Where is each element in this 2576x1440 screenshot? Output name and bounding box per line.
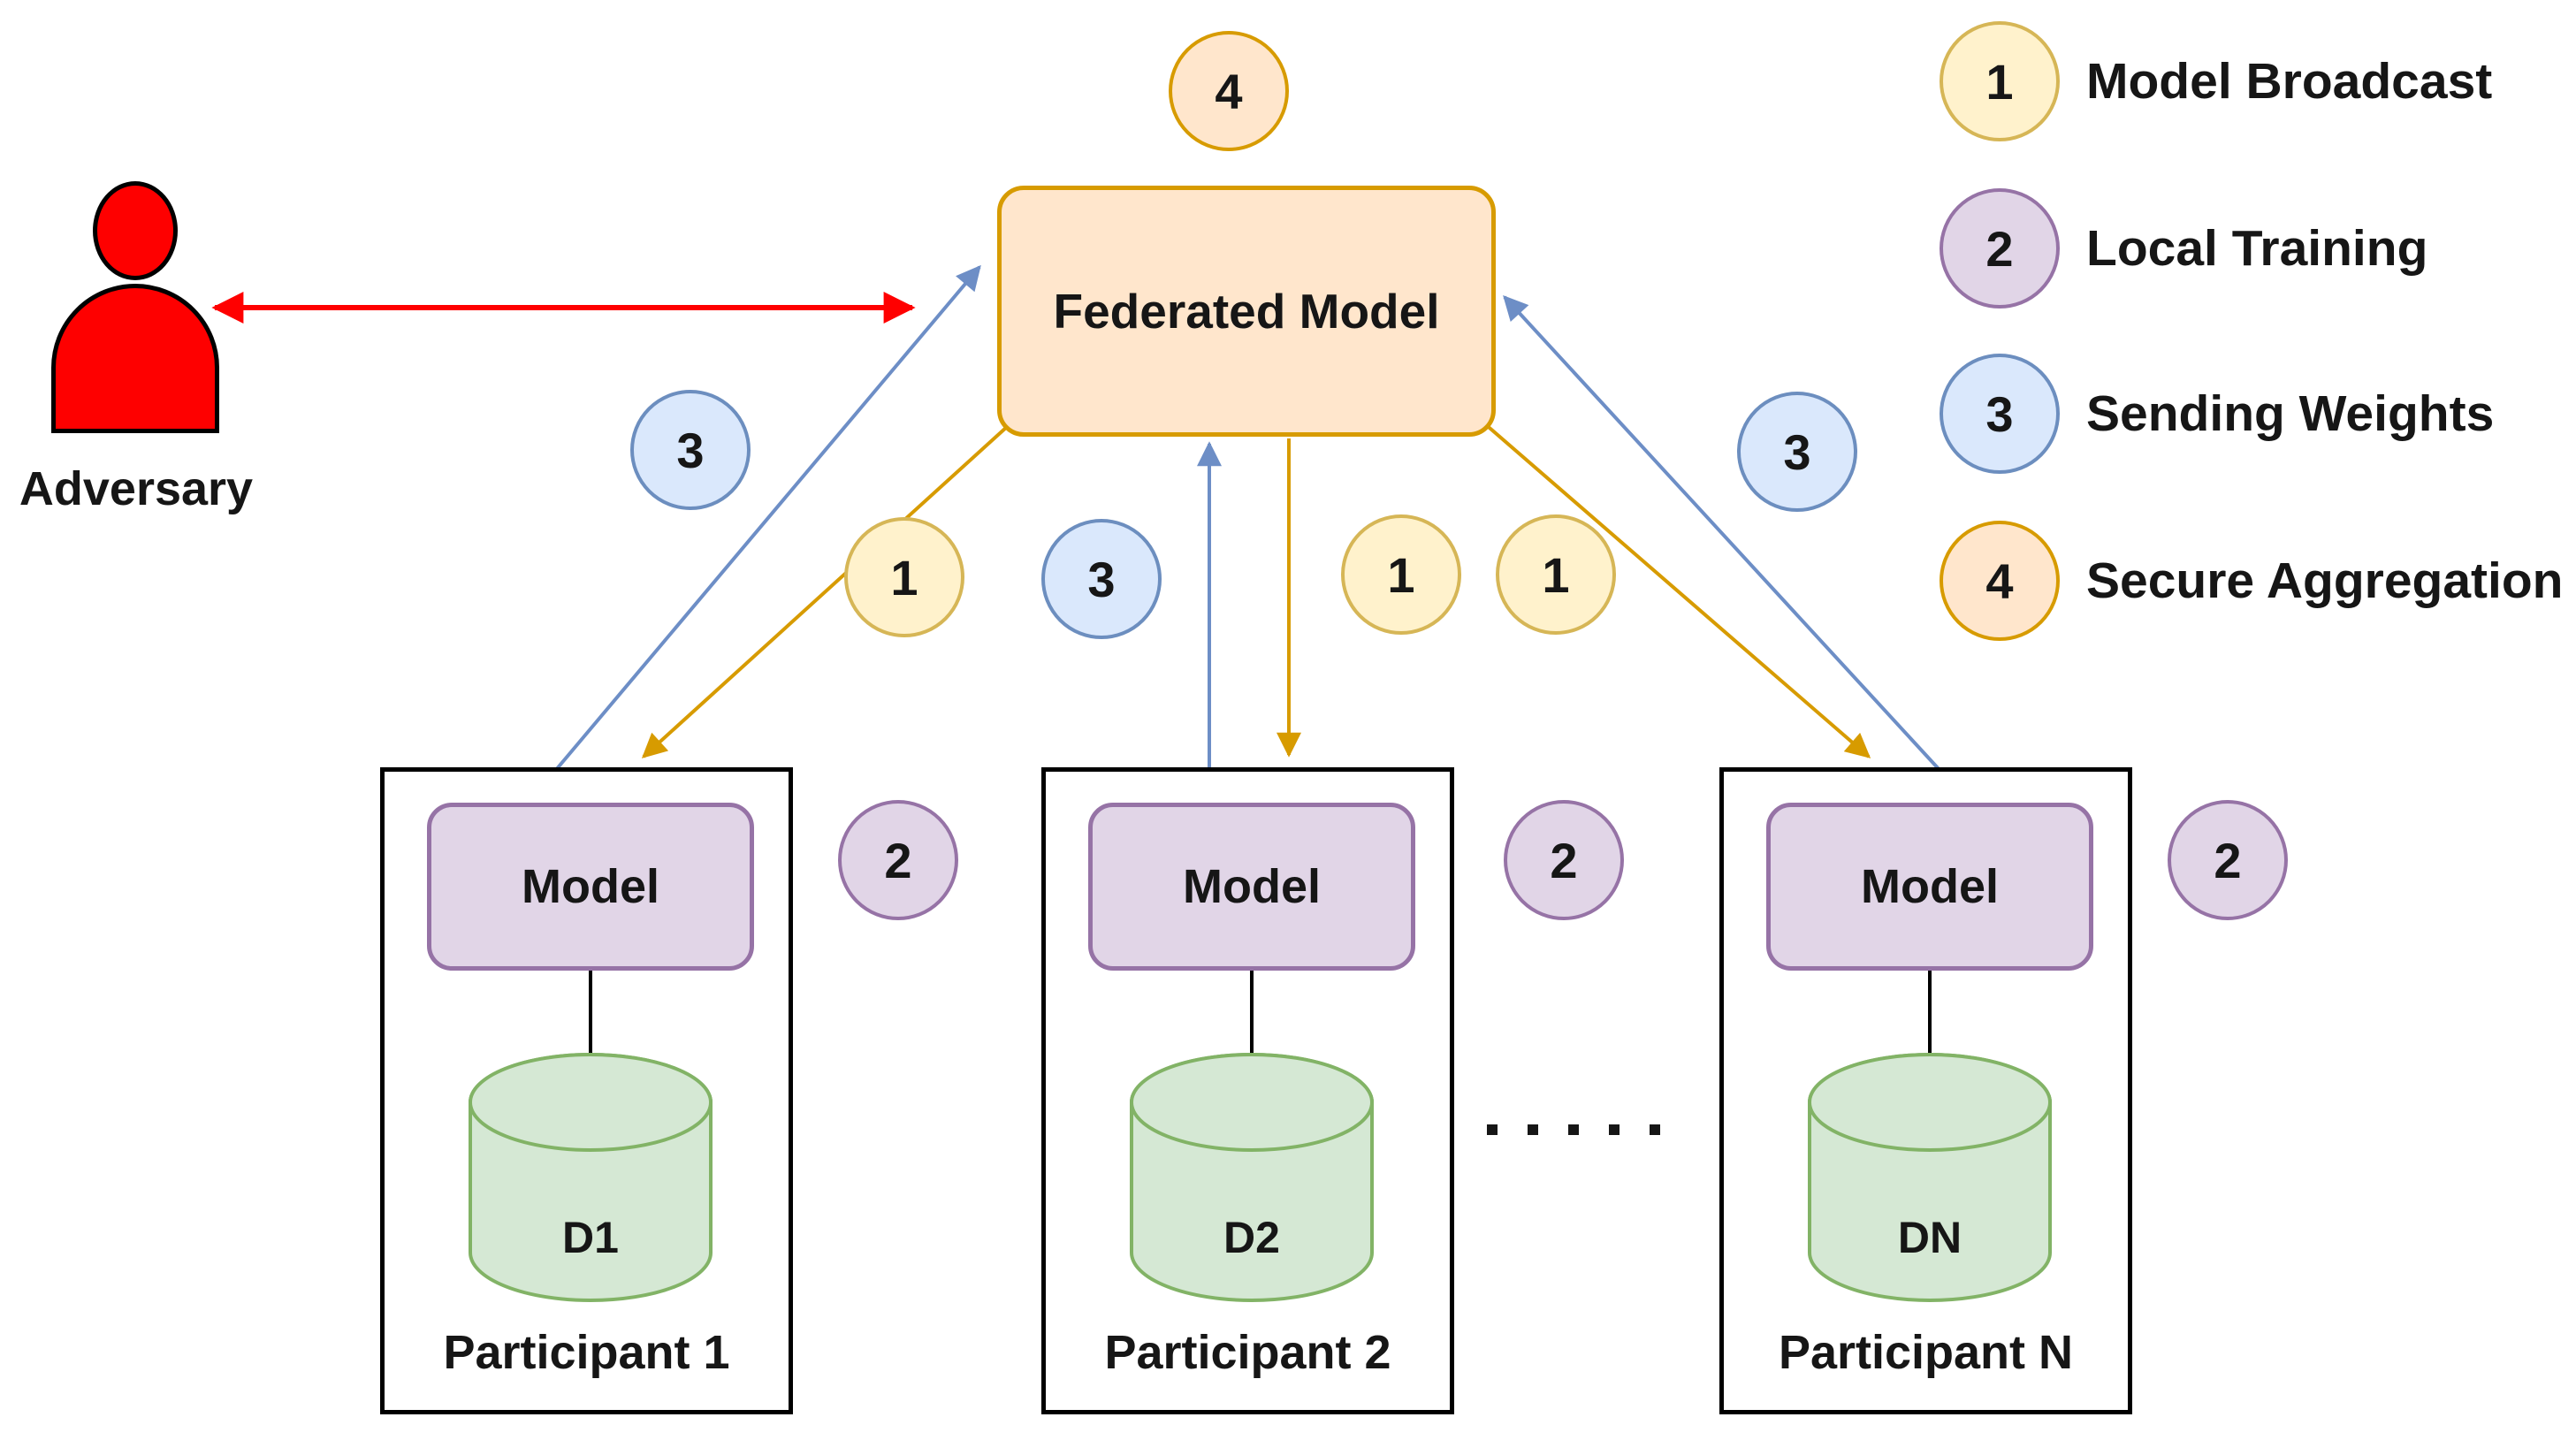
participant-2-name: Participant 2 xyxy=(1104,1326,1391,1379)
participant-1-name: Participant 1 xyxy=(443,1326,730,1379)
legend-circle-local-training: 2 xyxy=(1940,188,2060,309)
participant-2-model-box: Model xyxy=(1088,803,1415,971)
arrow-sending-weights-pn xyxy=(1503,294,1942,773)
database-cylinder-icon xyxy=(1130,1053,1374,1302)
legend-item-secure-aggregation: 4 Secure Aggregation xyxy=(1940,521,2564,641)
legend-circle-sending-weights: 3 xyxy=(1940,354,2060,474)
legend-label-secure-aggregation: Secure Aggregation xyxy=(2086,552,2564,609)
cylinder-top-rim xyxy=(1130,1053,1374,1152)
adversary-body-icon xyxy=(51,284,219,433)
arrow-sending-weights-p1 xyxy=(553,264,981,773)
step-circle-model-broadcast-center-a: 1 xyxy=(1341,514,1461,635)
participant-n-dataset-label: DN xyxy=(1897,1213,1962,1262)
participant-n-box: Model DN Participant N xyxy=(1719,767,2132,1414)
database-cylinder-icon xyxy=(1808,1053,2052,1302)
step-circle-secure-aggregation: 4 xyxy=(1169,31,1289,151)
step-circle-sending-weights-pn: 3 xyxy=(1737,392,1857,512)
dot xyxy=(1609,1124,1620,1135)
dot xyxy=(1528,1124,1538,1135)
legend-item-sending-weights: 3 Sending Weights xyxy=(1940,354,2494,474)
legend-item-local-training: 2 Local Training xyxy=(1940,188,2427,309)
participant-1-dataset-label: D1 xyxy=(562,1213,619,1262)
dot xyxy=(1487,1124,1498,1135)
legend-label-local-training: Local Training xyxy=(2086,220,2428,277)
step-circle-sending-weights-p1: 3 xyxy=(630,390,751,510)
legend-label-model-broadcast: Model Broadcast xyxy=(2086,53,2493,110)
participant-2-box: Model D2 Participant 2 xyxy=(1041,767,1454,1414)
arrow-model-broadcast-pn xyxy=(1482,421,1871,758)
step-circle-local-training-p1: 2 xyxy=(838,800,958,920)
step-circle-model-broadcast-center-b: 1 xyxy=(1496,514,1616,635)
step-circle-model-broadcast-p1: 1 xyxy=(844,517,964,637)
step-circle-sending-weights-p2: 3 xyxy=(1041,519,1162,639)
federated-model-box: Federated Model xyxy=(997,186,1496,437)
participant-n-name: Participant N xyxy=(1778,1326,2074,1379)
legend-circle-model-broadcast: 1 xyxy=(1940,21,2060,141)
step-circle-local-training-p2: 2 xyxy=(1504,800,1624,920)
database-cylinder-icon xyxy=(469,1053,713,1302)
model-data-connector xyxy=(1928,971,1932,1055)
adversary-head-icon xyxy=(93,181,178,280)
participant-2-dataset-label: D2 xyxy=(1223,1213,1280,1262)
cylinder-top-rim xyxy=(469,1053,713,1152)
arrow-model-broadcast-p1 xyxy=(641,424,1010,758)
participant-n-model-box: Model xyxy=(1766,803,2093,971)
ellipsis-dots xyxy=(1487,1124,1660,1135)
adversary-label: Adversary xyxy=(19,462,254,515)
dot xyxy=(1568,1124,1579,1135)
participant-1-box: Model D1 Participant 1 xyxy=(380,767,793,1414)
model-data-connector xyxy=(589,971,592,1055)
step-circle-local-training-pn: 2 xyxy=(2168,800,2288,920)
legend-item-model-broadcast: 1 Model Broadcast xyxy=(1940,21,2492,141)
cylinder-top-rim xyxy=(1808,1053,2052,1152)
model-data-connector xyxy=(1250,971,1254,1055)
participant-1-model-box: Model xyxy=(427,803,754,971)
dot xyxy=(1650,1124,1660,1135)
legend-circle-secure-aggregation: 4 xyxy=(1940,521,2060,641)
legend-label-sending-weights: Sending Weights xyxy=(2086,385,2495,442)
